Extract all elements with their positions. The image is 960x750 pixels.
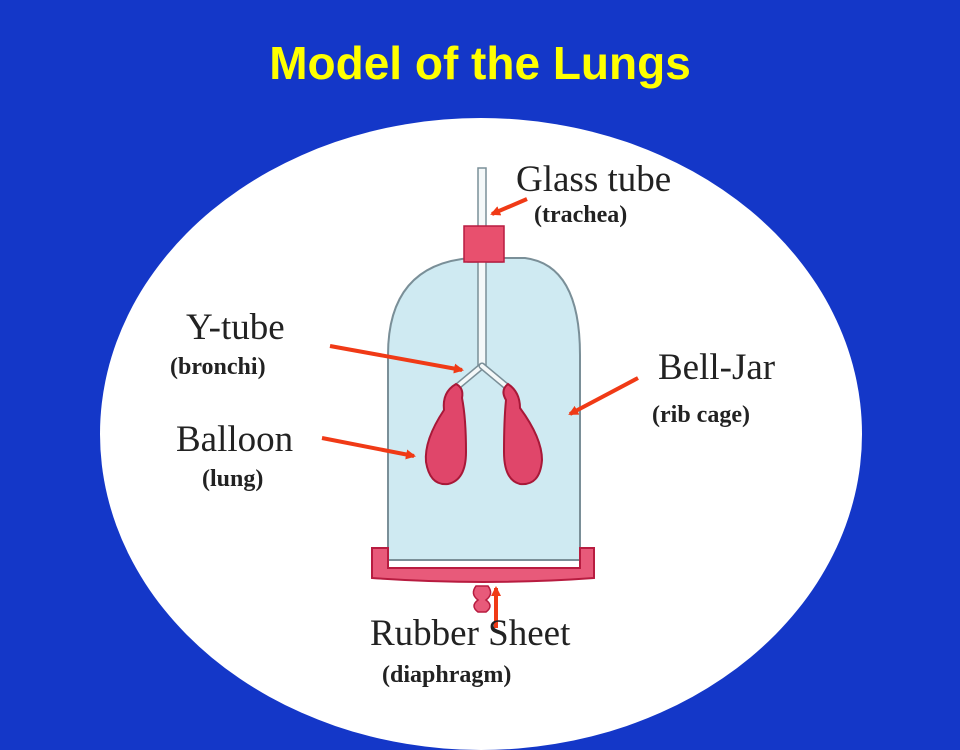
bell-jar-label: Bell-Jar — [658, 347, 776, 388]
lung-model-diagram — [321, 167, 639, 628]
rib-cage-label: (rib cage) — [652, 402, 750, 428]
balloon-label: Balloon — [176, 419, 294, 460]
bell-jar-arrow — [568, 376, 639, 416]
balloon-right — [502, 382, 544, 486]
y-tube-left-inner — [456, 364, 484, 388]
trachea-label: (trachea) — [534, 202, 628, 228]
bronchi-label: (bronchi) — [170, 354, 266, 380]
diaphragm-label: (diaphragm) — [382, 662, 512, 688]
y-tube-label: Y-tube — [186, 307, 285, 348]
y-tube-arrow — [329, 344, 464, 374]
page-title: Model of the Lungs — [269, 37, 691, 89]
glass-tube — [477, 167, 487, 369]
glass-tube-arrow — [490, 197, 528, 216]
balloon-arrow — [321, 436, 416, 460]
rubber-sheet — [371, 547, 595, 583]
stopper — [463, 225, 505, 263]
balloon-left — [424, 382, 468, 486]
y-tube-right-inner — [480, 364, 508, 388]
rubber-sheet-label: Rubber Sheet — [370, 613, 571, 654]
lung-label: (lung) — [202, 466, 264, 492]
glass-tube-label: Glass tube — [516, 159, 672, 200]
diaphragm-knob — [472, 585, 492, 613]
